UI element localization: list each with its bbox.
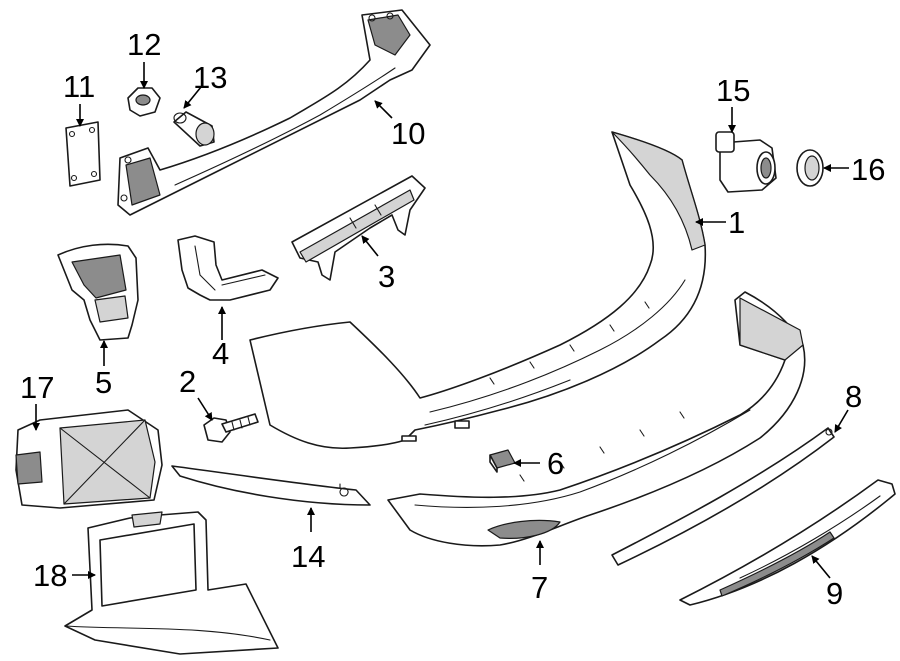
leader-9 (811, 555, 831, 579)
bushing (173, 111, 215, 147)
bumper-bracket (177, 235, 279, 301)
lower-trim (679, 479, 896, 606)
side-bracket (57, 243, 139, 341)
radar-module (15, 409, 163, 509)
sensor-ring (796, 149, 824, 187)
lower-valance (387, 291, 806, 547)
callout-8: 8 (845, 379, 862, 414)
park-sensor (715, 131, 777, 193)
leader-10 (374, 100, 393, 119)
leader-2 (197, 397, 213, 421)
callout-1: 1 (728, 205, 745, 240)
leader-8 (834, 409, 849, 433)
leader-3 (361, 235, 379, 257)
callout-6: 6 (547, 446, 564, 481)
nut (127, 87, 161, 117)
callout-9: 9 (826, 576, 843, 611)
callout-2: 2 (179, 364, 196, 399)
mounting-plate (65, 121, 101, 187)
callout-14: 14 (291, 539, 325, 574)
callout-13: 13 (193, 60, 227, 95)
callout-11: 11 (63, 69, 95, 104)
leader-13 (183, 86, 202, 109)
callout-7: 7 (531, 570, 548, 605)
callout-15: 15 (716, 73, 750, 108)
callout-4: 4 (212, 336, 229, 371)
trim-strip (611, 427, 835, 566)
energy-absorber (291, 175, 426, 281)
bumper-reinforcement-beam (117, 9, 431, 216)
callout-17: 17 (20, 370, 54, 405)
callout-10: 10 (391, 116, 425, 151)
bumper-cover (249, 131, 707, 450)
leader-arrows (32, 62, 849, 579)
radar-bracket-panel (64, 511, 279, 655)
callout-16: 16 (851, 152, 885, 187)
callout-18: 18 (33, 558, 67, 593)
clip (489, 449, 516, 473)
reflector-strip (171, 465, 371, 506)
callout-numbers: 1 2 3 4 5 6 7 8 9 10 11 12 13 14 15 16 1… (20, 27, 885, 611)
callout-3: 3 (378, 259, 395, 294)
callout-12: 12 (127, 27, 161, 62)
callout-5: 5 (95, 365, 112, 400)
bolt (203, 413, 259, 443)
